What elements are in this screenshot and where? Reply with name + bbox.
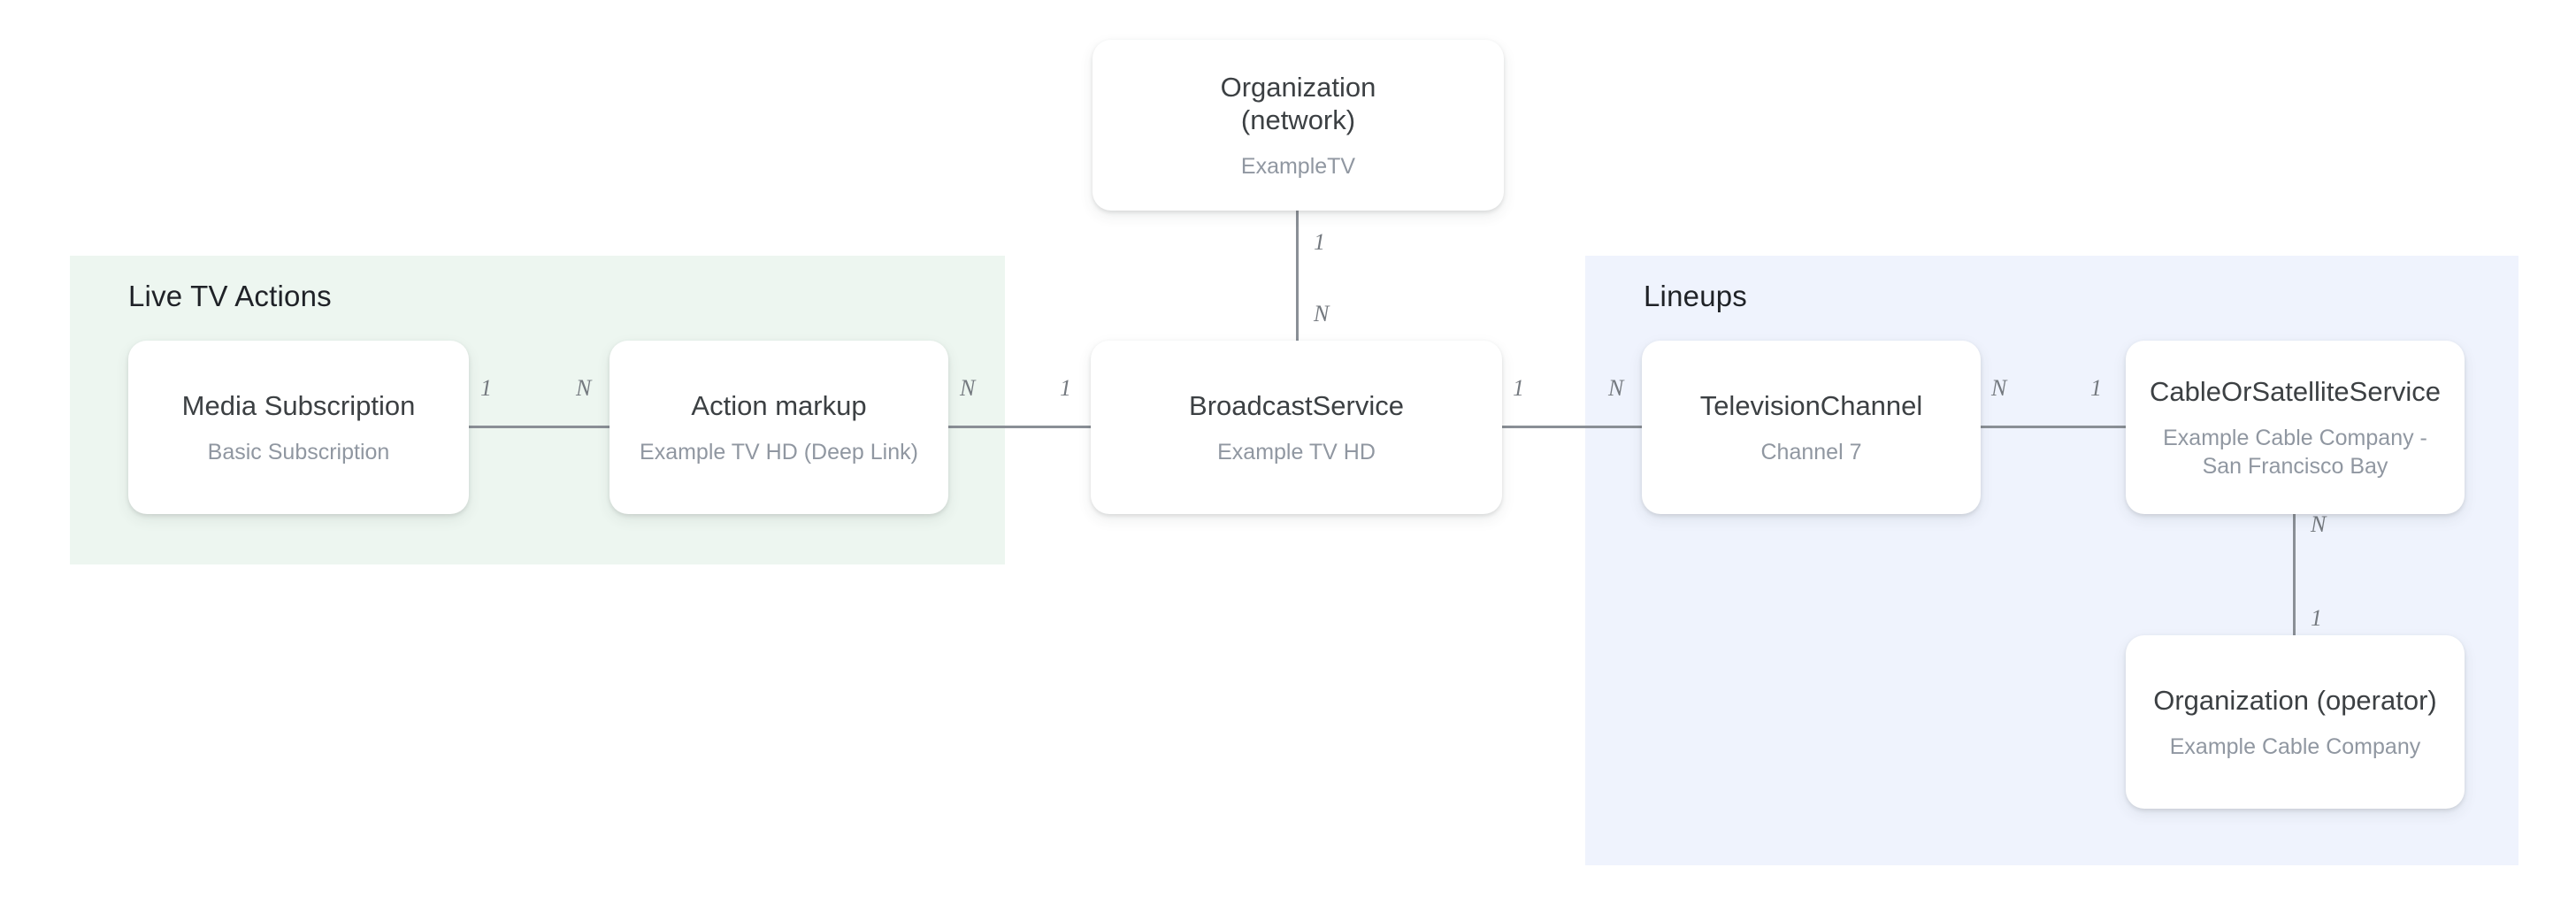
node-title: Media Subscription [181,389,416,421]
node-subtitle: Basic Subscription [207,439,390,465]
edge-cardinality-label: N [960,375,976,401]
edge-cardinality-label: N [2311,511,2327,537]
node-subtitle: Example TV HD (Deep Link) [640,439,918,465]
edge-cardinality-label: N [1991,375,2007,401]
edge-cardinality-label: 1 [480,375,492,401]
edge-cable-or-satellite-service-to-organization-operator [2293,511,2296,637]
edge-cardinality-label: 1 [2311,605,2322,631]
group-title-lineups: Lineups [1644,280,1747,312]
edge-cardinality-label: 1 [1314,229,1325,255]
node-subtitle: Example Cable Company - San Francisco Ba… [2163,425,2427,479]
edge-action-markup-to-broadcast-service [947,426,1092,428]
node-subtitle: Example Cable Company [2169,733,2421,759]
node-subtitle: Example TV HD [1217,439,1376,465]
edge-television-channel-to-cable-or-satellite-service [1979,426,2128,428]
node-title: Action markup [691,389,867,421]
node-organization-network[interactable]: Organization (network) ExampleTV [1092,40,1504,211]
node-title: BroadcastService [1189,389,1404,421]
node-title: Organization (network) [1220,71,1376,135]
node-title: CableOrSatelliteService [2149,375,2442,407]
edge-media-subscription-to-action-markup [467,426,611,428]
edge-cardinality-label: N [1314,301,1330,326]
edge-broadcast-service-to-television-channel [1500,426,1644,428]
edge-cardinality-label: 1 [1513,375,1524,401]
edge-org-network-to-broadcast-service [1296,211,1299,342]
node-subtitle: ExampleTV [1240,153,1356,179]
node-title: TelevisionChannel [1699,389,1923,421]
edge-cardinality-label: N [1608,375,1624,401]
edge-cardinality-label: N [576,375,592,401]
edge-cardinality-label: 1 [1060,375,1071,401]
node-subtitle: Channel 7 [1760,439,1862,465]
node-title: Organization (operator) [2153,684,2437,716]
node-organization-operator[interactable]: Organization (operator) Example Cable Com… [2126,635,2465,809]
edge-cardinality-label: 1 [2090,375,2102,401]
group-title-live-tv-actions: Live TV Actions [128,280,332,312]
